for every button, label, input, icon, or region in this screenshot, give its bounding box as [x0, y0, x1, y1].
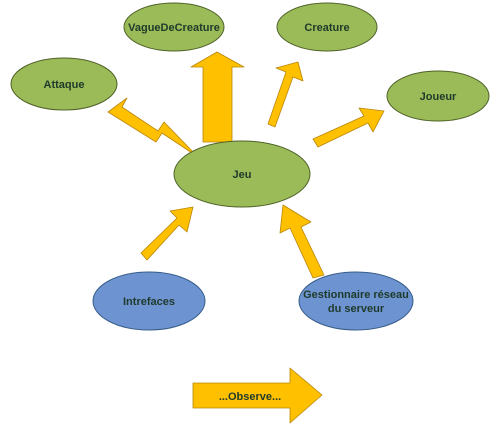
node-jeu-label: Jeu [233, 169, 252, 181]
node-attaque-label: Attaque [44, 79, 85, 91]
node-creature-label: Creature [304, 22, 349, 34]
legend-label: ...Observe... [219, 391, 281, 403]
arrow-jeu-to-vague [190, 51, 245, 143]
legend-arrow [192, 367, 323, 424]
node-gestionnaire-reseau [298, 271, 414, 331]
node-joueur-label: Joueur [420, 91, 457, 103]
node-jeu [173, 140, 311, 208]
arrow-jeu-to-joueur [312, 107, 385, 148]
node-interfaces-label: Intrefaces [123, 296, 175, 308]
arrow-interfaces-to-jeu [140, 206, 194, 261]
arrow-jeu-to-attaque [107, 97, 199, 158]
node-vague-de-creature [123, 2, 225, 52]
node-gestionnaire-reseau-label-line1: Gestionnaire réseau [303, 289, 409, 301]
node-joueur [386, 70, 490, 122]
arrow-jeu-to-creature [267, 61, 304, 128]
node-gestionnaire-reseau-label-line2: du serveur [328, 303, 385, 315]
node-interfaces [92, 271, 206, 331]
node-creature [276, 2, 378, 52]
arrow-gestionnaire-to-jeu [279, 204, 325, 279]
node-vague-de-creature-label: VagueDeCreature [128, 22, 220, 34]
node-attaque [10, 57, 118, 111]
